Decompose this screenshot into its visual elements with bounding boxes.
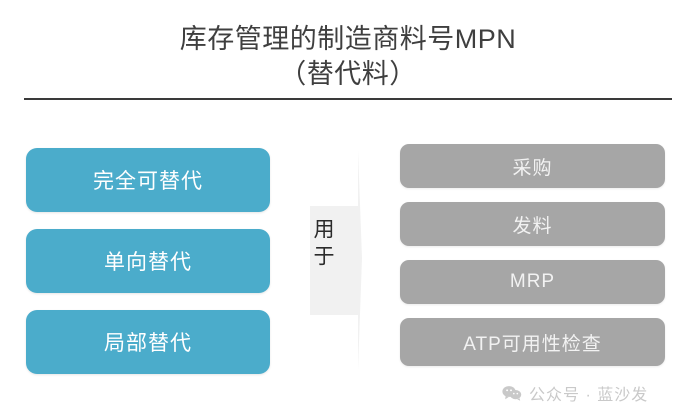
usage-scenario-item-2[interactable]: 发料 — [400, 202, 665, 246]
usage-scenario-label-3: MRP — [509, 271, 556, 292]
substitution-type-item-2[interactable]: 单向替代 — [26, 229, 270, 293]
watermark-text: 公众号 · 蓝沙发 — [529, 387, 649, 404]
substitution-types-group: 完全可替代 单向替代 局部替代 — [26, 148, 270, 374]
title-divider — [24, 98, 672, 100]
page-title-line-2: （替代料） — [279, 59, 417, 89]
substitution-type-item-3[interactable]: 局部替代 — [26, 310, 270, 374]
usage-scenario-item-3[interactable]: MRP — [400, 260, 665, 304]
connector-arrow: 用于 — [300, 146, 366, 374]
usage-scenario-label-2: 发料 — [512, 215, 553, 237]
wechat-bubble-icon — [502, 386, 522, 401]
usage-scenario-item-4[interactable]: ATP可用性检查 — [400, 318, 665, 366]
usage-scenario-label-4: ATP可用性检查 — [463, 333, 602, 355]
substitution-type-label-3: 局部替代 — [104, 332, 192, 355]
arrow-right-icon — [310, 150, 362, 370]
usage-scenario-item-1[interactable]: 采购 — [400, 144, 665, 188]
page-title-line-1: 库存管理的制造商料号MPN — [179, 24, 517, 54]
watermark: 公众号 · 蓝沙发 — [502, 381, 648, 405]
substitution-type-label-1: 完全可替代 — [93, 170, 203, 193]
page-title: 库存管理的制造商料号MPN （替代料） — [0, 22, 696, 92]
substitution-type-label-2: 单向替代 — [104, 251, 192, 274]
usage-scenario-label-1: 采购 — [512, 157, 553, 179]
connector-label: 用于 — [311, 218, 334, 272]
usage-scenarios-group: 采购 发料 MRP ATP可用性检查 — [400, 144, 665, 366]
substitution-type-item-1[interactable]: 完全可替代 — [26, 148, 270, 212]
